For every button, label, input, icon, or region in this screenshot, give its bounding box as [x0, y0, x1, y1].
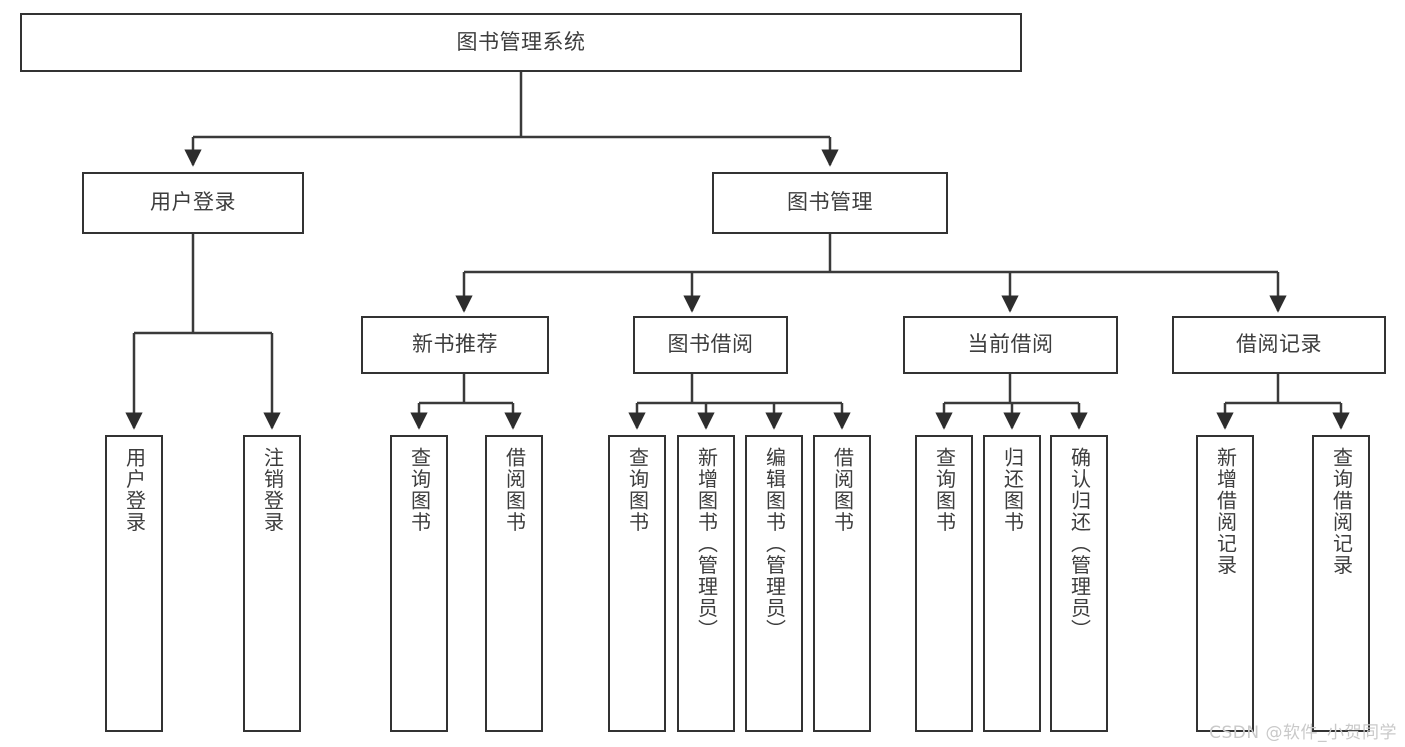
node-label: 确认归还（管理员）	[1067, 447, 1092, 641]
node-label: 新书推荐	[412, 332, 498, 357]
leaf-book-borrow-edit[interactable]: 编辑图书（管理员）	[745, 435, 803, 732]
leaf-book-borrow-query[interactable]: 查询图书	[608, 435, 666, 732]
node-label: 用户登录	[150, 190, 236, 215]
node-label: 借阅记录	[1236, 332, 1322, 357]
node-label: 图书管理系统	[456, 29, 586, 54]
leaf-current-borrow-query[interactable]: 查询图书	[915, 435, 973, 732]
node-label: 借阅图书	[830, 447, 855, 533]
node-label: 查询图书	[932, 447, 957, 533]
leaf-user-login-login[interactable]: 用户登录	[105, 435, 163, 732]
node-label: 图书管理	[787, 190, 873, 215]
leaf-new-book-borrow[interactable]: 借阅图书	[485, 435, 543, 732]
leaf-current-borrow-confirm-return[interactable]: 确认归还（管理员）	[1050, 435, 1108, 732]
node-root-book-management-system[interactable]: 图书管理系统	[20, 13, 1022, 72]
node-label: 归还图书	[1000, 447, 1025, 533]
node-label: 查询图书	[625, 447, 650, 533]
node-label: 注销登录	[260, 447, 285, 533]
node-label: 用户登录	[122, 447, 147, 533]
node-label: 查询借阅记录	[1329, 447, 1354, 576]
leaf-borrow-record-query[interactable]: 查询借阅记录	[1312, 435, 1370, 732]
leaf-new-book-query[interactable]: 查询图书	[390, 435, 448, 732]
leaf-book-borrow-borrow[interactable]: 借阅图书	[813, 435, 871, 732]
node-label: 图书借阅	[667, 332, 754, 357]
node-new-book-recommend[interactable]: 新书推荐	[361, 316, 549, 374]
node-user-login[interactable]: 用户登录	[82, 172, 304, 234]
leaf-user-login-logout[interactable]: 注销登录	[243, 435, 301, 732]
node-label: 编辑图书（管理员）	[762, 447, 787, 641]
node-book-borrow[interactable]: 图书借阅	[633, 316, 788, 374]
leaf-borrow-record-add[interactable]: 新增借阅记录	[1196, 435, 1254, 732]
node-label: 当前借阅	[967, 332, 1054, 357]
node-label: 新增图书（管理员）	[694, 447, 719, 641]
leaf-current-borrow-return[interactable]: 归还图书	[983, 435, 1041, 732]
csdn-watermark: CSDN @软件_小贺同学	[1209, 723, 1397, 743]
node-label: 借阅图书	[502, 447, 527, 533]
leaf-book-borrow-add[interactable]: 新增图书（管理员）	[677, 435, 735, 732]
node-current-borrow[interactable]: 当前借阅	[903, 316, 1118, 374]
node-label: 查询图书	[407, 447, 432, 533]
node-book-management[interactable]: 图书管理	[712, 172, 948, 234]
node-label: 新增借阅记录	[1213, 447, 1238, 576]
node-borrow-record[interactable]: 借阅记录	[1172, 316, 1386, 374]
